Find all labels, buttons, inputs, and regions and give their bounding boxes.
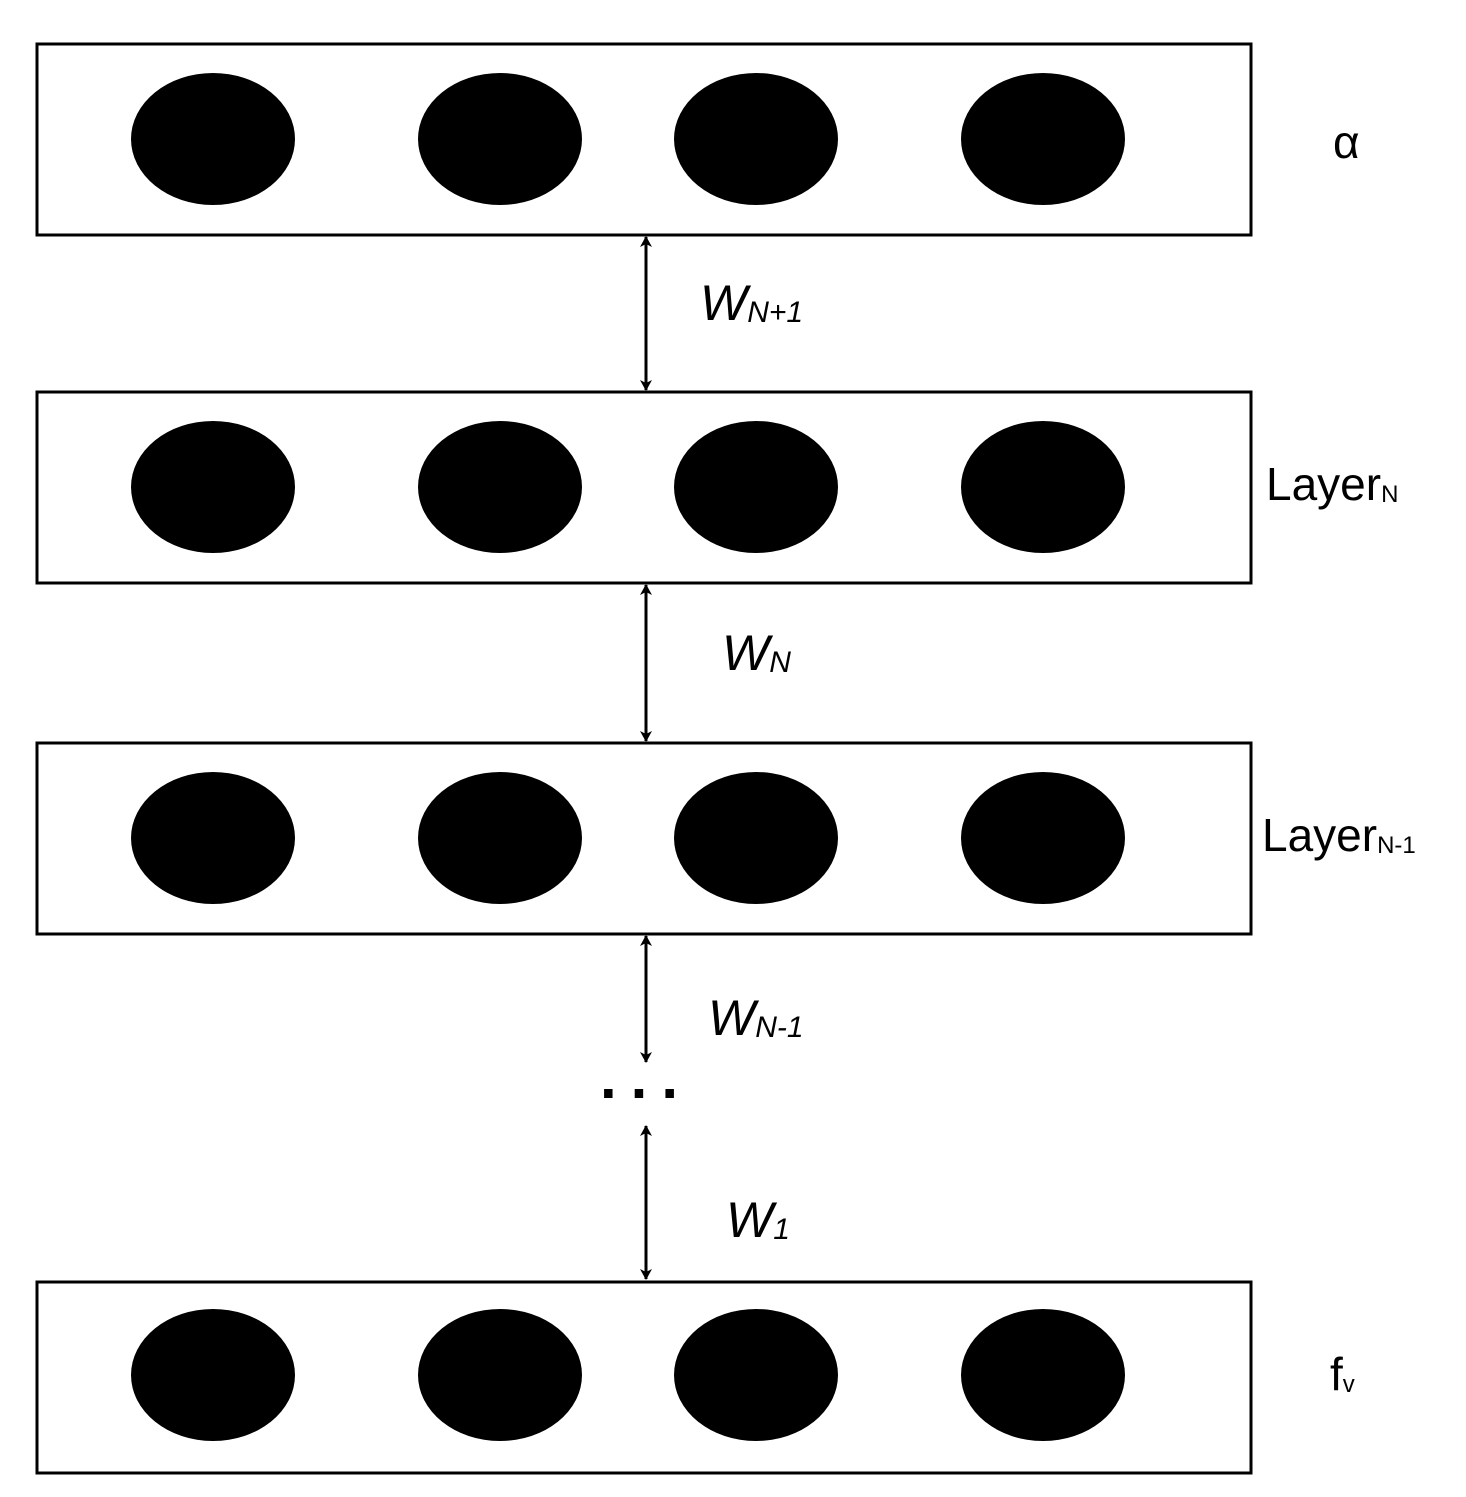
neuron-node xyxy=(418,1309,582,1441)
neuron-node xyxy=(961,421,1125,553)
layer-label-base: Layer xyxy=(1266,458,1381,510)
layer-n-minus-1: LayerN-1 xyxy=(35,741,1416,936)
weight-label-sub: N xyxy=(769,646,791,679)
neuron-node xyxy=(131,1309,295,1441)
weight-label-base: W xyxy=(700,275,752,331)
weight-label-w-1: W1 xyxy=(726,1192,790,1248)
neuron-node xyxy=(674,421,838,553)
weight-label-base: W xyxy=(726,1192,778,1248)
layer-label-layer-n: LayerN xyxy=(1266,458,1398,510)
neuron-node xyxy=(961,73,1125,205)
neuron-node xyxy=(961,1309,1125,1441)
neuron-node xyxy=(418,772,582,904)
layer-n: LayerN xyxy=(35,390,1398,585)
weight-label-sub: N+1 xyxy=(747,296,803,329)
weight-label-base: W xyxy=(708,990,760,1046)
connection-w-n-minus-1: WN-1 xyxy=(640,935,804,1063)
layer-box xyxy=(35,42,1253,237)
layer-alpha: α xyxy=(35,42,1360,237)
layer-label-layer-n-minus-1: LayerN-1 xyxy=(1262,809,1416,861)
layer-label-base: Layer xyxy=(1262,809,1377,861)
layer-label-sub: N-1 xyxy=(1377,832,1416,859)
weight-label-sub: N-1 xyxy=(755,1011,803,1044)
weight-label-w-n-plus-1: WN+1 xyxy=(700,275,803,331)
layer-fv: fv xyxy=(35,1280,1355,1475)
weight-label-w-n: WN xyxy=(722,625,791,681)
connection-w-n: WN xyxy=(640,584,791,742)
layer-box xyxy=(35,390,1253,585)
layer-label-sub: N xyxy=(1381,481,1398,508)
ellipsis-dots: ... xyxy=(600,1044,692,1111)
neuron-node xyxy=(674,73,838,205)
weight-label-base: W xyxy=(722,625,774,681)
layer-label-base: f xyxy=(1330,1348,1343,1400)
neuron-node xyxy=(418,421,582,553)
weight-label-sub: 1 xyxy=(773,1213,790,1246)
layer-label-alpha: α xyxy=(1333,116,1360,168)
layer-label-sub: v xyxy=(1343,1371,1355,1398)
neuron-node xyxy=(131,73,295,205)
neuron-node xyxy=(674,772,838,904)
connection-w-n-plus-1: WN+1 xyxy=(640,236,803,391)
neuron-node xyxy=(131,772,295,904)
neuron-node xyxy=(131,421,295,553)
layer-label-fv: fv xyxy=(1330,1348,1355,1400)
layer-box xyxy=(35,741,1253,936)
connection-w-1: W1 xyxy=(640,1125,790,1280)
layer-box xyxy=(35,1280,1253,1475)
neuron-node xyxy=(674,1309,838,1441)
neuron-node xyxy=(961,772,1125,904)
neuron-node xyxy=(418,73,582,205)
weight-label-w-n-minus-1: WN-1 xyxy=(708,990,804,1046)
layer-label-base: α xyxy=(1333,116,1360,168)
